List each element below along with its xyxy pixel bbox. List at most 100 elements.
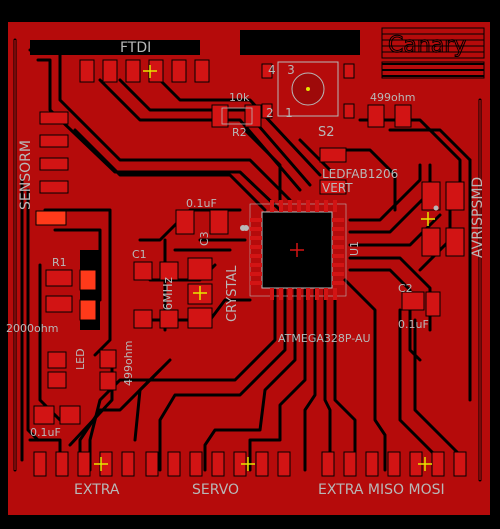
s2-pad-1 [343, 103, 355, 119]
c3-label: C3 [198, 231, 211, 246]
canary-underline-stripes [382, 63, 484, 77]
crystal-origin-marker [193, 286, 207, 300]
cap-left-pad-1 [33, 405, 55, 425]
canary-logo-text: Canary [388, 33, 466, 58]
r2-pad-right [244, 104, 262, 128]
cap-left-value: 0.1uF [30, 426, 61, 439]
sensor-pad-b [79, 299, 97, 321]
sensorm-label: SENSORM [18, 140, 34, 210]
mcu-center-marker [290, 243, 304, 257]
bottom-pad-3 [77, 451, 91, 477]
led-resistor-top-pad-left [367, 104, 385, 128]
led-r-pad-3 [99, 349, 117, 369]
led-label: LEDFAB1206 [322, 167, 398, 181]
mcu-pins-bottom [270, 288, 337, 300]
led-r-pad-2 [47, 371, 67, 389]
s2-pin-label-bottom: 2 1 [266, 106, 293, 120]
bottom-pad-15 [365, 451, 379, 477]
bottom-pad-16 [387, 451, 401, 477]
crystal-pad-bottom [187, 307, 213, 329]
copper-pour [8, 22, 490, 515]
cap-top-value: 0.1uF [186, 197, 217, 210]
c1-pad-left [133, 261, 153, 281]
ftdi-pad-2 [102, 59, 118, 83]
bottom-pad-11 [255, 451, 269, 477]
mcu-pins-right [332, 218, 344, 285]
s2-center-mark [306, 87, 310, 91]
r2-body-outline [221, 107, 253, 125]
via-icon [240, 225, 246, 231]
mcu-atmega328p [243, 200, 347, 300]
led-r-pad-4 [99, 371, 117, 391]
canary-logo: Canary [381, 27, 485, 79]
bottom-pad-13 [321, 451, 335, 477]
c1-capacitor [133, 261, 179, 281]
extra-left-label: EXTRA [74, 482, 120, 498]
c2-label: C2 [398, 282, 413, 295]
avrisp-pad-1 [421, 181, 441, 211]
r1-pad-bottom [45, 295, 73, 313]
cap-left [33, 405, 81, 425]
s2-body [277, 61, 339, 117]
ftdi-label: FTDI [120, 40, 151, 56]
bottom-pad-9 [211, 451, 225, 477]
sensorm-pad-5 [35, 210, 67, 226]
ftdi-pad-1 [79, 59, 95, 83]
r2-pad-left [211, 104, 229, 128]
s2-label: S2 [318, 125, 335, 140]
c-crystal-lower-pad-left [133, 309, 153, 329]
sensorm-pad-1 [39, 111, 69, 125]
s2-pad-2 [261, 103, 273, 119]
cap-top [175, 209, 229, 235]
servo-label: SERVO [192, 482, 239, 498]
sensorm-pad-3 [39, 157, 69, 171]
vias [240, 205, 439, 231]
canary-logo-hatching [382, 33, 484, 53]
mcu-pins-left [250, 218, 262, 285]
crystal-label: CRYSTAL [225, 265, 240, 322]
s2-switch [261, 61, 355, 119]
r2-value-label: 10k [229, 91, 250, 104]
led-r-label: LED [74, 348, 87, 370]
copper-traces [14, 40, 481, 480]
bottom-pad-2 [55, 451, 69, 477]
c2-value: 0.1uF [398, 318, 429, 331]
sensorm-pad-4 [39, 180, 69, 194]
bottom-pad-19 [453, 451, 467, 477]
c2-pad-right [425, 291, 441, 317]
mcu-pins-top [270, 200, 337, 212]
avrisp-pad-2 [445, 181, 465, 211]
led-vert-label: VERT [322, 181, 353, 195]
avrisp-pad-4 [445, 227, 465, 257]
r1-label: R1 [52, 256, 67, 269]
via-icon [433, 205, 439, 211]
mcu-label: ATMEGA328P-AU [278, 332, 371, 345]
bottom-headers [33, 451, 467, 477]
sensor-pad-a [79, 269, 97, 291]
canary-stripe-panel [381, 61, 485, 79]
bottom-pad-14 [343, 451, 357, 477]
r1-value-label: 2000ohm [6, 322, 58, 335]
c2-capacitor [401, 291, 441, 317]
u1-label: U1 [348, 241, 361, 256]
bottom-pad-8 [189, 451, 203, 477]
r1-resistor [45, 269, 73, 313]
crystal-pad-top [187, 257, 213, 281]
r2-label: R2 [232, 126, 247, 139]
r1-pad-top [45, 269, 73, 287]
avrisp-origin-marker [421, 212, 435, 226]
ftdi-header [79, 59, 210, 83]
ftdi-pad-3 [125, 59, 141, 83]
led-resistor-top-value: 499ohm [370, 91, 415, 104]
led-resistor-top-pad-right [394, 104, 412, 128]
bottom-pad-12 [277, 451, 291, 477]
crystal-freq-label: 16MHz [161, 277, 175, 318]
ftdi-origin-marker [143, 65, 157, 78]
sensor-pads-highlight [79, 269, 97, 321]
c1-label: C1 [132, 248, 147, 261]
bottom-origin-marker-mid [241, 457, 255, 471]
cap-top-pad-left [175, 209, 195, 235]
bottom-pad-1 [33, 451, 47, 477]
c-crystal-lower-pad-right [159, 309, 179, 329]
